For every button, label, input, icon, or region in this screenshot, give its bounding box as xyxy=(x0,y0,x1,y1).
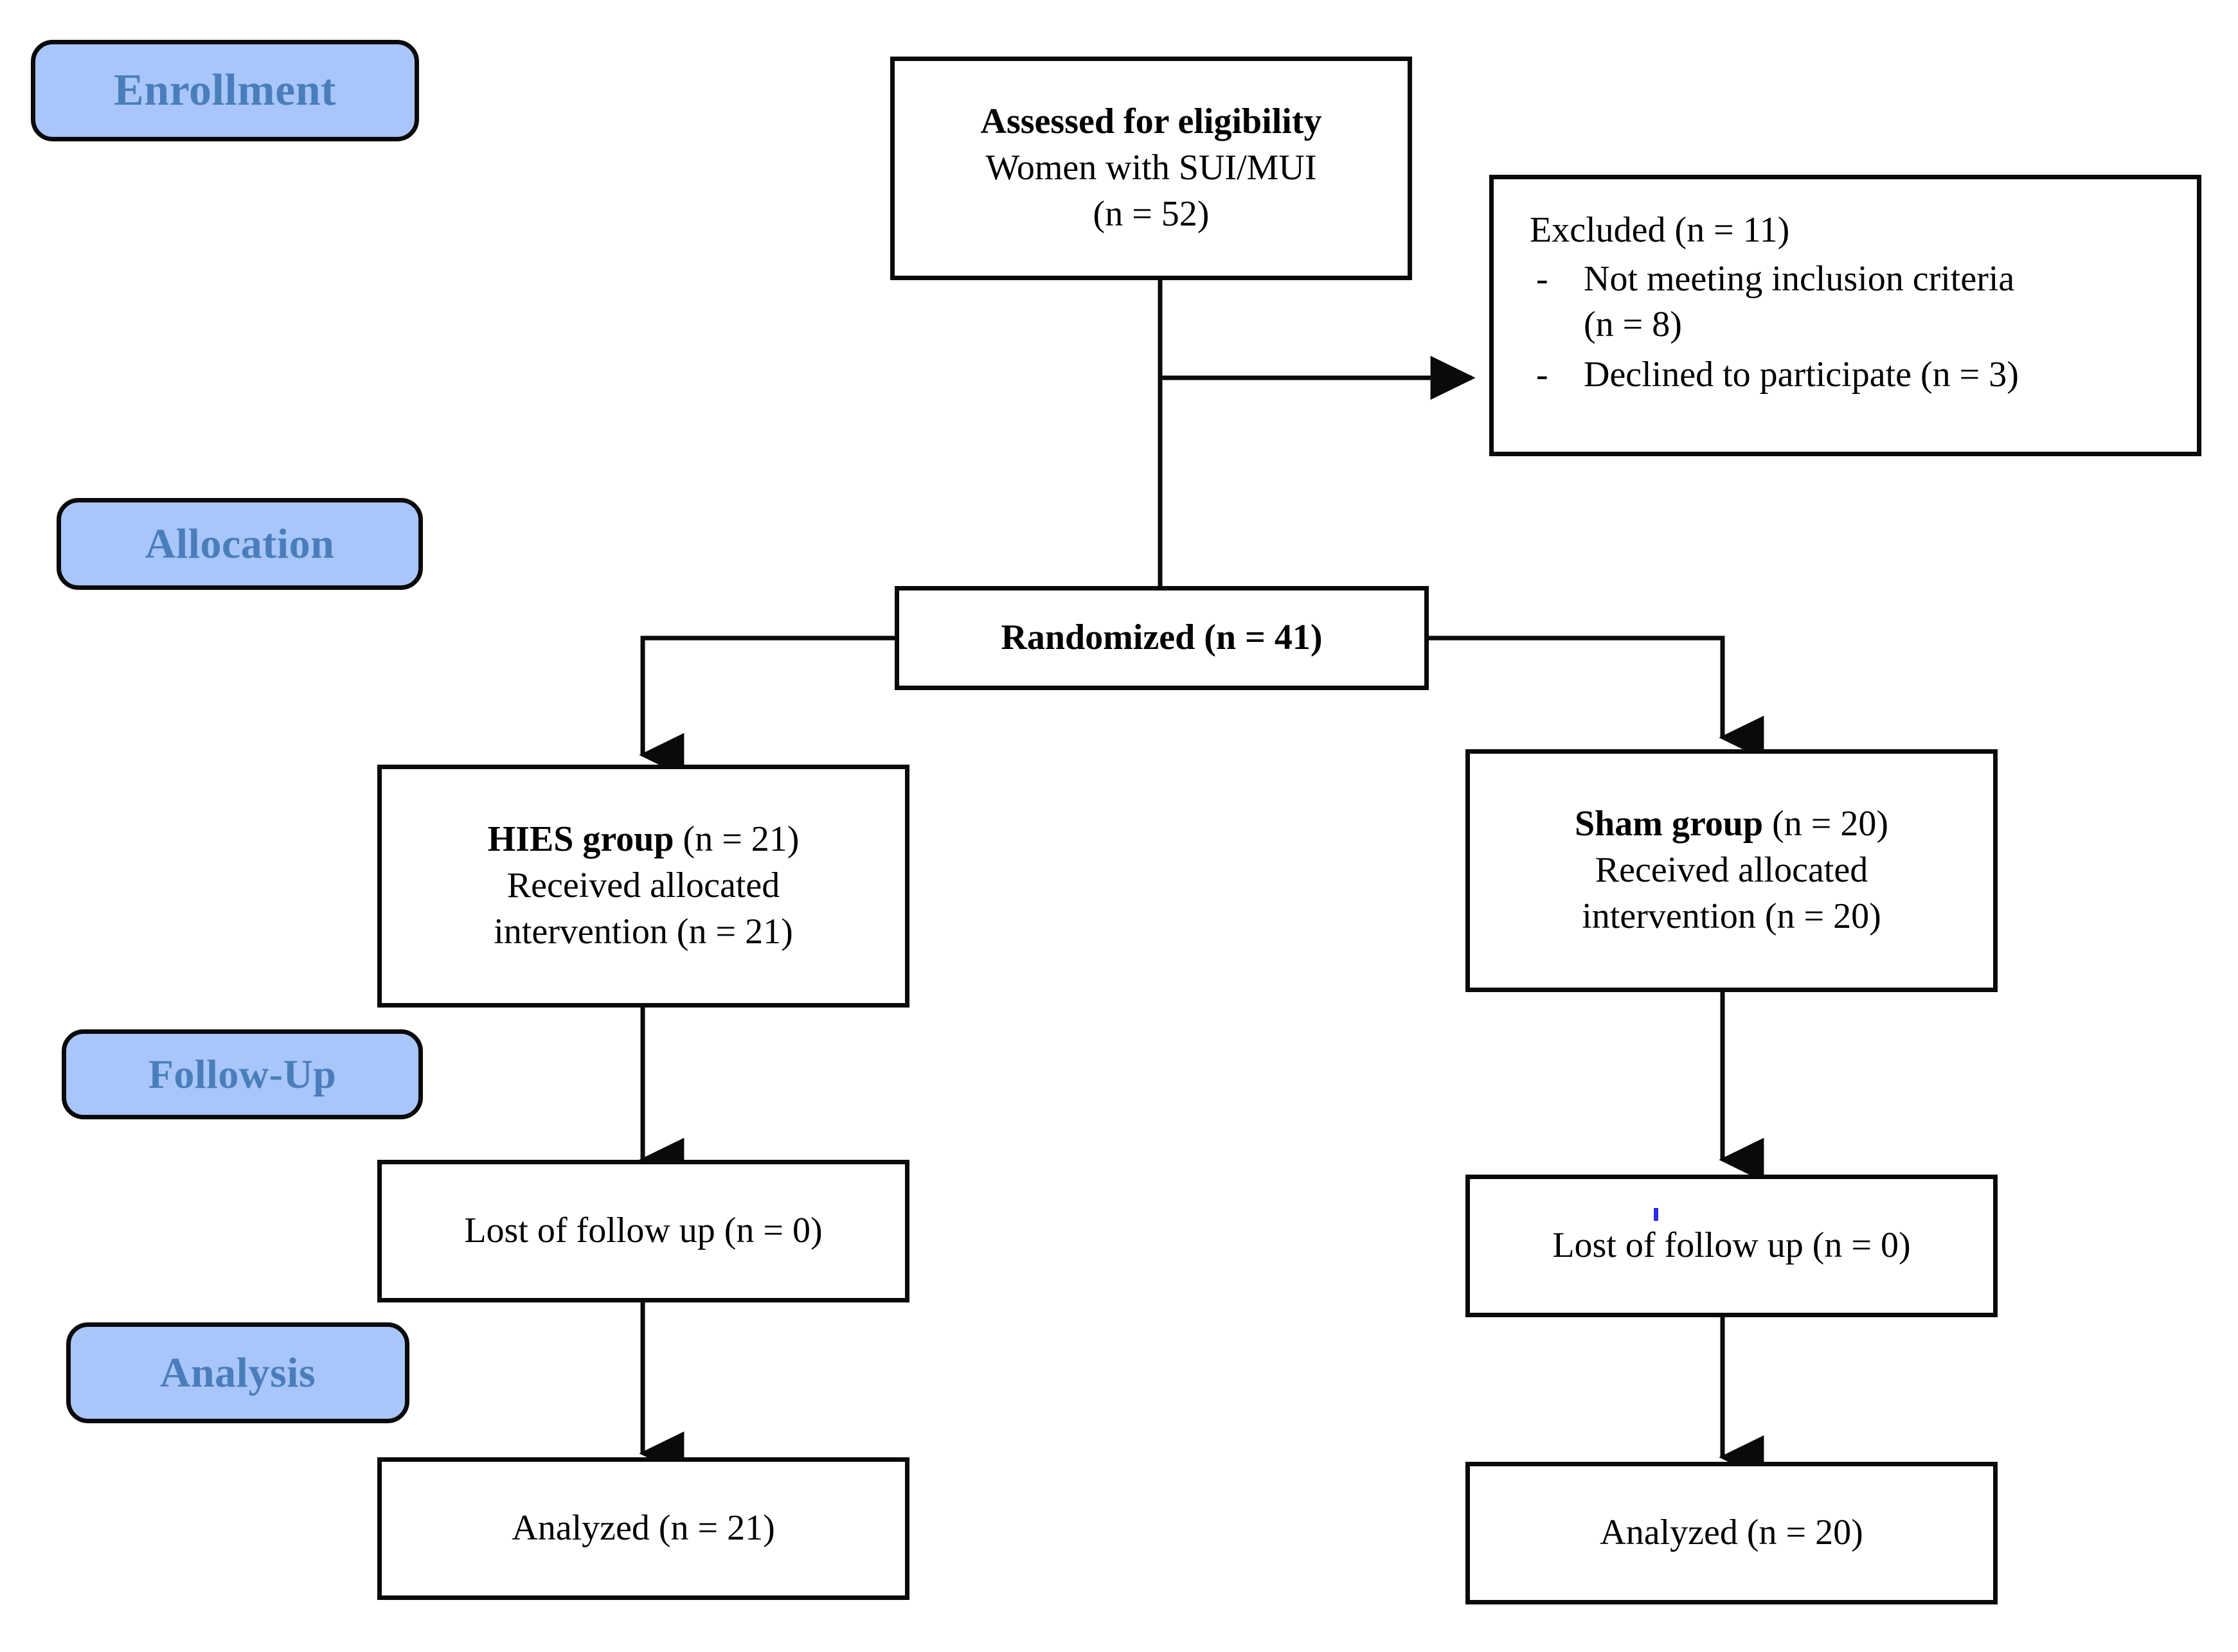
excluded-item-1-line2: (n = 8) xyxy=(1584,305,1682,345)
stage-label-allocation: Allocation xyxy=(57,498,423,590)
stage-label-analysis: Analysis xyxy=(66,1322,409,1423)
node-sham-group: Sham group (n = 20) Received allocated i… xyxy=(1465,749,1998,992)
blue-speck-artifact xyxy=(1654,1208,1658,1221)
excluded-title: Excluded (n = 11) xyxy=(1530,210,1790,250)
node-lost-followup-left: Lost of follow up (n = 0) xyxy=(377,1160,909,1302)
assessed-title: Assessed for eligibility xyxy=(980,102,1322,142)
stage-label-enrollment: Enrollment xyxy=(31,40,419,141)
sham-group-line2: Received allocated xyxy=(1595,850,1868,891)
node-analyzed-right: Analyzed (n = 20) xyxy=(1465,1462,1998,1604)
randomized-label: Randomized (n = 41) xyxy=(1001,617,1323,658)
lost-followup-right-label: Lost of follow up (n = 0) xyxy=(1552,1225,1911,1266)
sham-group-title: Sham group (n = 20) xyxy=(1575,801,1888,848)
excluded-item-1-text: Not meeting inclusion criteria (n = 8) xyxy=(1584,256,2180,348)
analyzed-left-label: Analyzed (n = 21) xyxy=(512,1508,775,1549)
hies-group-title: HIES group (n = 21) xyxy=(488,817,800,863)
hies-group-line2: Received allocated xyxy=(506,866,780,906)
hies-group-title-count: (n = 21) xyxy=(674,819,800,860)
sham-group-title-bold: Sham group xyxy=(1575,804,1764,844)
stage-label-followup-text: Follow-Up xyxy=(148,1051,337,1097)
excluded-item-1: - Not meeting inclusion criteria (n = 8) xyxy=(1530,256,2180,348)
lost-followup-left-label: Lost of follow up (n = 0) xyxy=(464,1211,823,1251)
excluded-item-2-text: Declined to participate (n = 3) xyxy=(1584,352,2180,398)
stage-label-allocation-text: Allocation xyxy=(145,520,335,567)
node-analyzed-left: Analyzed (n = 21) xyxy=(377,1457,909,1600)
connector-randomized-to-sham xyxy=(1429,635,1764,760)
assessed-count: (n = 52) xyxy=(1093,193,1210,234)
node-excluded: Excluded (n = 11) - Not meeting inclusio… xyxy=(1489,175,2201,456)
analyzed-right-label: Analyzed (n = 20) xyxy=(1600,1513,1863,1553)
hies-group-title-bold: HIES group xyxy=(487,819,674,860)
stage-label-analysis-text: Analysis xyxy=(159,1349,316,1396)
node-lost-followup-right: Lost of follow up (n = 0) xyxy=(1465,1175,1998,1317)
excluded-bullet-1: - xyxy=(1536,258,1548,299)
excluded-item-2: - Declined to participate (n = 3) xyxy=(1530,352,2180,398)
hies-group-line3: intervention (n = 21) xyxy=(494,911,793,952)
stage-label-followup: Follow-Up xyxy=(62,1029,423,1119)
node-randomized: Randomized (n = 41) xyxy=(895,586,1429,690)
excluded-item-2-line1: Declined to participate (n = 3) xyxy=(1584,355,2019,395)
excluded-item-1-line1: Not meeting inclusion criteria xyxy=(1584,258,2015,299)
excluded-bullet-2: - xyxy=(1536,355,1548,395)
sham-group-title-count: (n = 20) xyxy=(1763,804,1888,844)
assessed-population: Women with SUI/MUI xyxy=(985,148,1317,188)
sham-group-line3: intervention (n = 20) xyxy=(1582,896,1881,936)
connector-randomized-to-hies xyxy=(639,635,895,777)
node-assessed-for-eligibility: Assessed for eligibility Women with SUI/… xyxy=(890,57,1412,280)
stage-label-enrollment-text: Enrollment xyxy=(114,66,336,115)
node-hies-group: HIES group (n = 21) Received allocated i… xyxy=(377,765,909,1008)
